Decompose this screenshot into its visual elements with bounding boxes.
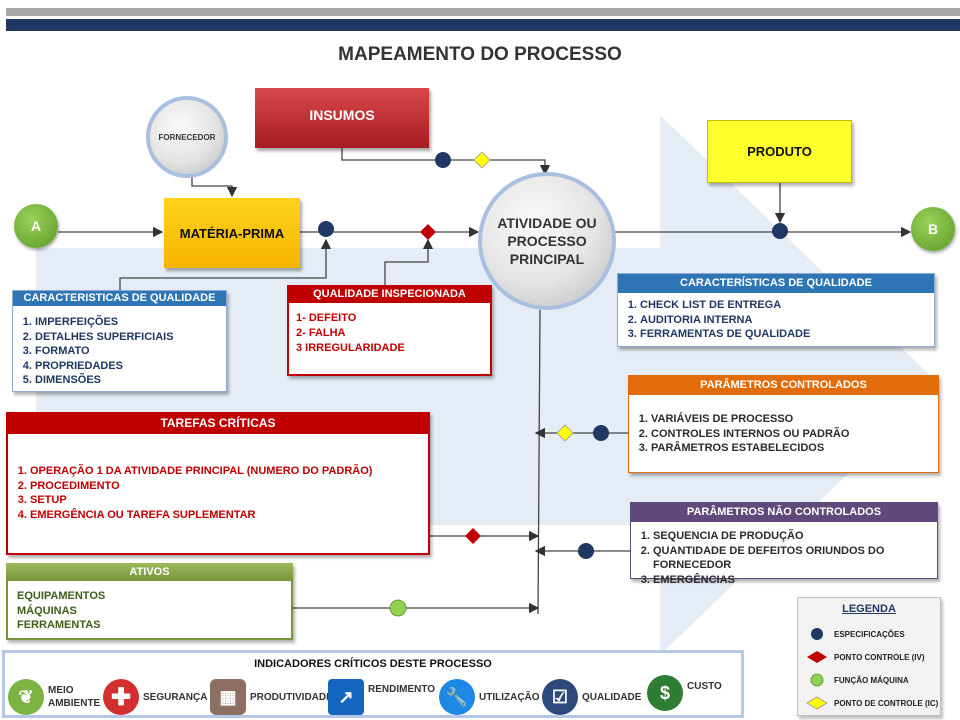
indicator-produtividade: ▦ PRODUTIVIDADE [210, 679, 333, 715]
top-bar-navy [6, 19, 960, 31]
list-item: SETUP [30, 493, 428, 508]
list-item: OPERAÇÃO 1 DA ATIVIDADE PRINCIPAL (NUMER… [30, 464, 428, 479]
parametros-nao-controlados-header: PARÂMETROS NÃO CONTROLADOS [631, 503, 937, 522]
list-item: 1- DEFEITO [296, 312, 357, 324]
legend-item-especificacoes: ESPECIFICAÇÕES [806, 627, 905, 641]
wrench-icon: 🔧 [439, 679, 475, 715]
parametros-controlados-panel: PARÂMETROS CONTROLADOS VARIÁVEIS DE PROC… [628, 375, 939, 473]
list-item: PARÂMETROS ESTABELECIDOS [651, 441, 938, 456]
materia-prima-node: MATÉRIA-PRIMA [164, 198, 300, 268]
list-item: SEQUENCIA DE PRODUÇÃO [653, 529, 937, 544]
chart-icon: ▦ [210, 679, 246, 715]
circle-icon [810, 673, 824, 687]
list-item: PROCEDIMENTO [30, 479, 428, 494]
diamond-icon [807, 651, 827, 663]
legend-item-ponto-controle-ic: PONTO DE CONTROLE (IC) [806, 696, 938, 710]
caracteristicas-entrada-list: IMPERFEIÇÕES DETALHES SUPERFICIAIS FORMA… [13, 315, 226, 388]
caracteristicas-saida-header: CARACTERÍSTICAS DE QUALIDADE [618, 274, 934, 293]
ic-marker-insumos [473, 151, 491, 169]
control-markers [318, 151, 788, 617]
list-item: MÁQUINAS [17, 604, 77, 617]
list-item: QUANTIDADE DE DEFEITOS ORIUNDOS DO FORNE… [653, 544, 937, 573]
spec-marker-materia [318, 221, 334, 237]
indicator-custo: $ CUSTO [647, 675, 722, 711]
list-item: IMPERFEIÇÕES [35, 315, 226, 330]
list-item: EMERGÊNCIAS [653, 573, 937, 588]
ativos-header: ATIVOS [6, 563, 293, 581]
list-item: EQUIPAMENTOS [17, 590, 106, 602]
list-item: 3 IRREGULARIDADE [296, 342, 405, 354]
indicator-qualidade: ☑ QUALIDADE [542, 679, 641, 715]
list-item: FORMATO [35, 344, 226, 359]
ativos-panel: ATIVOS EQUIPAMENTOS MÁQUINAS FERRAMENTAS [6, 563, 293, 640]
list-item: FERRAMENTAS [17, 619, 101, 631]
atividade-principal-node: ATIVIDADE OU PROCESSO PRINCIPAL [478, 172, 616, 310]
leaf-icon: ❦ [8, 679, 44, 715]
list-item: DETALHES SUPERFICIAIS [35, 330, 226, 345]
indicator-seguranca: ✚ SEGURANÇA [103, 679, 207, 715]
cross-icon: ✚ [103, 679, 139, 715]
parametros-nao-controlados-panel: PARÂMETROS NÃO CONTROLADOS SEQUENCIA DE … [630, 502, 938, 586]
legend-item-funcao-maquina: FUNÇÃO MÁQUINA [806, 673, 909, 687]
insumos-node: INSUMOS [255, 88, 429, 148]
top-bar-gray [6, 8, 960, 16]
spec-marker-produto [772, 223, 788, 239]
list-item: CONTROLES INTERNOS OU PADRÃO [651, 427, 938, 442]
list-item: AUDITORIA INTERNA [640, 313, 934, 328]
list-item: FERRAMENTAS DE QUALIDADE [640, 327, 934, 342]
list-item: CHECK LIST DE ENTREGA [640, 298, 934, 313]
qualidade-inspecionada-panel: QUALIDADE INSPECIONADA 1- DEFEITO 2- FAL… [287, 285, 492, 376]
dollar-icon: $ [647, 675, 683, 711]
qualidade-inspecionada-header: QUALIDADE INSPECIONADA [287, 285, 492, 303]
tarefas-criticas-panel: TAREFAS CRÍTICAS OPERAÇÃO 1 DA ATIVIDADE… [6, 412, 430, 555]
iv-marker-qualidade [420, 224, 436, 240]
circle-icon [811, 628, 823, 640]
list-item: EMERGÊNCIA OU TAREFA SUPLEMENTAR [30, 508, 428, 523]
indicator-utilizacao: 🔧 UTILIZAÇÃO [439, 679, 540, 715]
caracteristicas-entrada-panel: CARACTERISTICAS DE QUALIDADE IMPERFEIÇÕE… [12, 290, 227, 392]
indicadores-panel: INDICADORES CRÍTICOS DESTE PROCESSO ❦ ME… [2, 650, 744, 718]
legenda-panel: LEGENDA ESPECIFICAÇÕES PONTO CONTROLE (I… [797, 597, 941, 716]
parametros-controlados-header: PARÂMETROS CONTROLADOS [629, 376, 938, 395]
parametros-controlados-list: VARIÁVEIS DE PROCESSO CONTROLES INTERNOS… [629, 412, 938, 456]
iv-marker-tarefas [465, 528, 481, 544]
indicator-rendimento: ↗ RENDIMENTO [328, 679, 435, 715]
caracteristicas-saida-list: CHECK LIST DE ENTREGA AUDITORIA INTERNA … [618, 298, 934, 342]
list-item: VARIÁVEIS DE PROCESSO [651, 412, 938, 427]
caracteristicas-saida-panel: CARACTERÍSTICAS DE QUALIDADE CHECK LIST … [617, 273, 935, 347]
list-item: PROPRIEDADES [35, 359, 226, 374]
tarefas-criticas-list: OPERAÇÃO 1 DA ATIVIDADE PRINCIPAL (NUMER… [8, 464, 428, 522]
tarefas-criticas-header: TAREFAS CRÍTICAS [6, 412, 430, 434]
produto-node: PRODUTO [707, 120, 852, 183]
spec-marker-insumos [435, 152, 451, 168]
caracteristicas-entrada-header: CARACTERISTICAS DE QUALIDADE [13, 291, 226, 306]
diamond-icon [806, 696, 828, 710]
machine-marker-ativos [389, 599, 407, 617]
ativos-list: EQUIPAMENTOS MÁQUINAS FERRAMENTAS [8, 581, 291, 633]
connector-b: B [911, 207, 955, 251]
check-icon: ☑ [542, 679, 578, 715]
trend-icon: ↗ [328, 679, 364, 715]
fornecedor-node: FORNECEDOR [146, 96, 228, 178]
legenda-header: LEGENDA [842, 603, 896, 615]
connector-a: A [14, 204, 58, 248]
parametros-nao-controlados-list: SEQUENCIA DE PRODUÇÃO QUANTIDADE DE DEFE… [631, 529, 937, 587]
ic-marker-parametros [556, 424, 574, 442]
list-item: DIMENSÕES [35, 373, 226, 388]
indicator-meio-ambiente: ❦ MEIO AMBIENTE [8, 679, 102, 715]
list-item: 2- FALHA [296, 327, 346, 339]
indicadores-header: INDICADORES CRÍTICOS DESTE PROCESSO [254, 658, 492, 670]
legend-item-ponto-controle-iv: PONTO CONTROLE (IV) [806, 650, 925, 664]
qualidade-inspecionada-list: 1- DEFEITO 2- FALHA 3 IRREGULARIDADE [289, 303, 490, 356]
page-title: MAPEAMENTO DO PROCESSO [338, 44, 622, 65]
spec-marker-parametros [593, 425, 609, 441]
spec-marker-nao-controlados [578, 543, 594, 559]
